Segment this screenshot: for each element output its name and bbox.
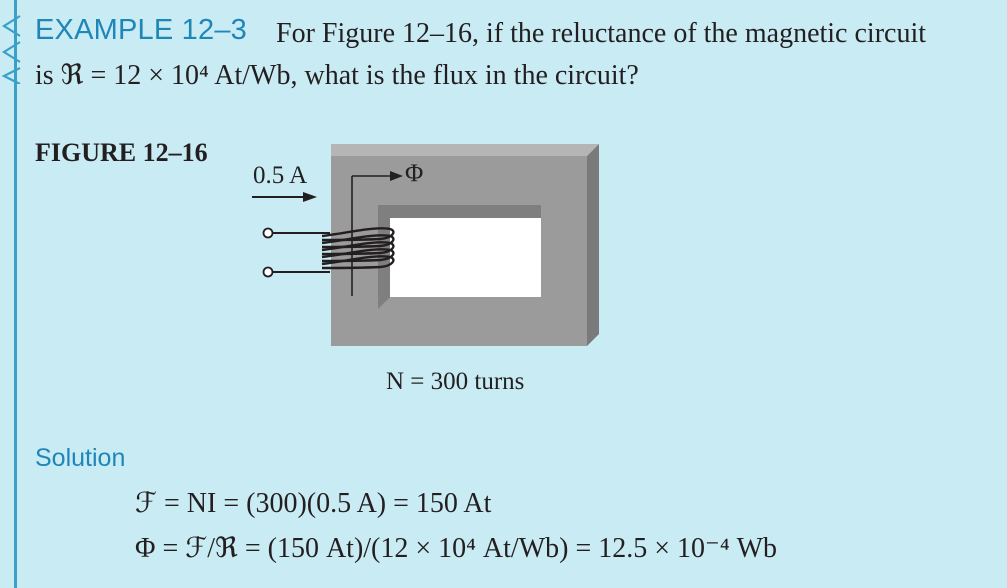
- turns-label: N = 300 turns: [386, 368, 525, 395]
- squiggle-marker-icon: [1, 15, 21, 84]
- panel-edge-line: [14, 0, 17, 588]
- example-label: EXAMPLE 12–3: [35, 14, 247, 46]
- terminal-bottom: [262, 266, 274, 278]
- core-top-face: [331, 144, 599, 156]
- current-label: 0.5 A: [253, 162, 308, 189]
- flux-equation: Φ = ℱ/ℜ = (150 At)/(12 × 10⁴ At/Wb) = 12…: [135, 533, 778, 564]
- terminal-top: [262, 227, 274, 239]
- question-text-line2: is ℜ = 12 × 10⁴ At/Wb, what is the flux …: [35, 60, 639, 91]
- magnetic-core: [331, 156, 587, 346]
- mmf-equation: ℱ = NI = (300)(0.5 A) = 150 At: [135, 488, 492, 519]
- figure-label: FIGURE 12–16: [35, 138, 208, 167]
- coil-windings: [321, 227, 395, 270]
- core-window-opening: [390, 218, 541, 297]
- current-arrowhead-icon: [303, 192, 317, 202]
- question-text-line1: For Figure 12–16, if the reluctance of t…: [276, 18, 927, 49]
- core-side-face: [587, 144, 599, 346]
- solution-label: Solution: [35, 444, 126, 472]
- flux-label: Φ: [405, 160, 424, 187]
- core-window-depth: [378, 205, 541, 309]
- flux-arrowhead-icon: [390, 171, 403, 181]
